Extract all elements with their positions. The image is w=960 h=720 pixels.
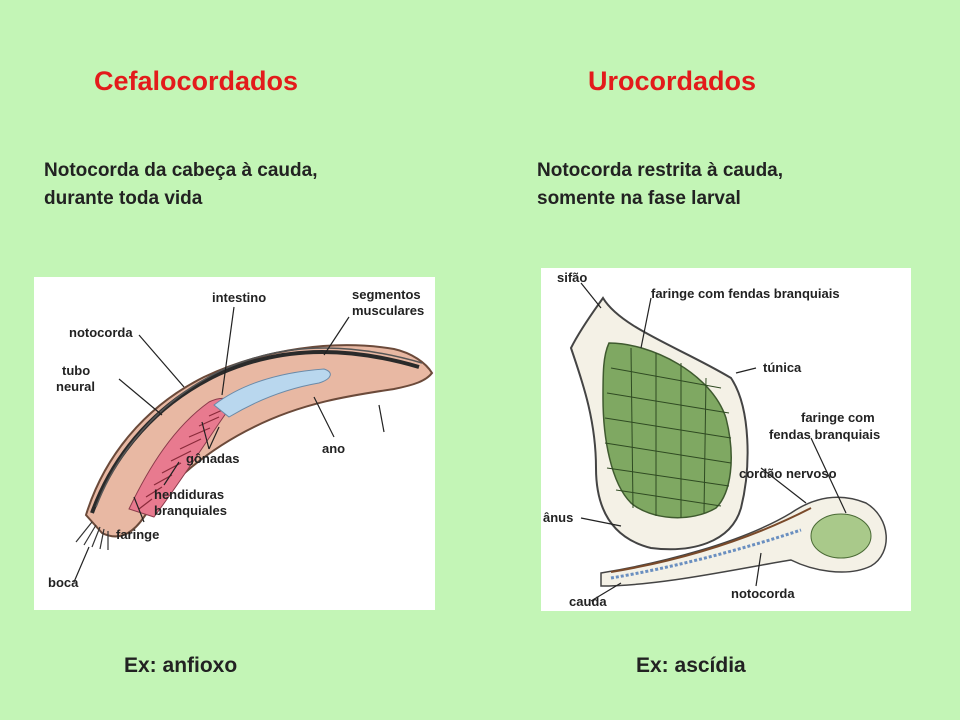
label-ano: ano: [322, 441, 345, 456]
label-intestino: intestino: [212, 290, 266, 305]
larva-nerve-cord: [610, 507, 812, 573]
label-musculares: musculares: [352, 303, 424, 318]
label-neural: neural: [56, 379, 95, 394]
ascidian-example: Ex: ascídia: [636, 654, 746, 677]
label-tubo: tubo: [62, 363, 90, 378]
larva-pharynx: [810, 513, 872, 559]
notochord: [90, 349, 420, 514]
label-fendas-branquiais: fendas branquiais: [769, 427, 880, 442]
larva-body: [600, 496, 887, 587]
label-gonadas: gônadas: [186, 451, 239, 466]
label-boca: boca: [48, 575, 79, 590]
label-cauda: cauda: [569, 594, 607, 609]
pointer-lines: [580, 282, 847, 602]
oral-cirri: [75, 521, 109, 550]
label-notocorda: notocorda: [731, 586, 795, 601]
cephalochordate-description: Notocorda da cabeça à cauda, durante tod…: [44, 157, 318, 213]
urochordate-description: Notocorda restrita à cauda, somente na f…: [537, 157, 783, 213]
label-faringe-com: faringe com: [801, 410, 875, 425]
larva-notochord: [610, 528, 802, 580]
cephalochordate-heading: Cefalocordados: [94, 66, 299, 96]
label-sifao: sifão: [557, 270, 587, 285]
intestine: [213, 368, 331, 418]
urochordate-heading: Urocordados: [588, 66, 757, 96]
description-line: somente na fase larval: [537, 188, 741, 209]
label-faringe: faringe: [116, 527, 159, 542]
label-notocorda: notocorda: [69, 325, 133, 340]
label-branquiales: branquiales: [154, 503, 227, 518]
label-tunica: túnica: [763, 360, 802, 375]
amphioxus-example: Ex: anfioxo: [124, 654, 238, 677]
ascidian-diagram: sifão faringe com fendas branquiais túni…: [541, 268, 911, 611]
pharynx-grid: [604, 347, 732, 518]
ascidian-illustration: sifão faringe com fendas branquiais túni…: [543, 270, 887, 609]
label-anus: ânus: [543, 510, 573, 525]
pointer-lines: [73, 306, 385, 583]
description-line: durante toda vida: [44, 188, 203, 209]
description-line: Notocorda restrita à cauda,: [537, 160, 784, 181]
label-faringe-fendas: faringe com fendas branquiais: [651, 286, 840, 301]
label-cordao: cordão nervoso: [739, 466, 837, 481]
amphioxus-illustration: intestino segmentos musculares notocorda…: [48, 287, 434, 590]
pharynx-basket: [602, 342, 732, 519]
label-segmentos: segmentos: [352, 287, 421, 302]
neural-tube: [95, 347, 423, 508]
description-line: Notocorda da cabeça à cauda,: [44, 160, 318, 181]
label-hendiduras: hendiduras: [154, 487, 224, 502]
amphioxus-diagram: intestino segmentos musculares notocorda…: [34, 277, 435, 610]
